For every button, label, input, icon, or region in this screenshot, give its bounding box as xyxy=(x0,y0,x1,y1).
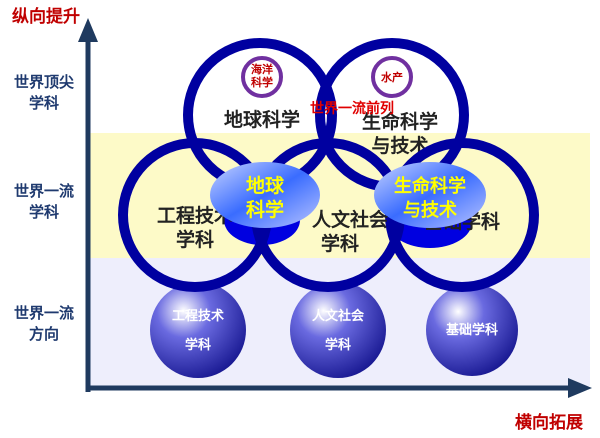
y-axis-arrow xyxy=(78,18,98,42)
x-axis-arrow xyxy=(568,378,592,398)
level-label: 学科 xyxy=(29,203,59,221)
sphere-humanities xyxy=(290,282,386,378)
sphere-label: 工程技术 xyxy=(172,308,224,324)
badge-label: 海洋科学 xyxy=(251,63,273,89)
highlight-life-science xyxy=(374,162,486,228)
sphere-label: 学科 xyxy=(185,337,211,353)
mid-label: 人文社会 xyxy=(312,208,388,231)
top-label: 地球科学 xyxy=(224,108,300,131)
badge-ring xyxy=(241,56,283,98)
level-label: 方向 xyxy=(29,325,59,343)
highlight-label: 地球 xyxy=(246,174,285,197)
highlight-label: 科学 xyxy=(246,198,284,221)
level-label: 世界一流 xyxy=(14,182,74,200)
highlight-label: 生命科学 xyxy=(394,175,466,197)
x-axis-title: 横向拓展 xyxy=(515,412,583,433)
top-label: 生命科学 xyxy=(362,110,438,133)
top-label: 与技术 xyxy=(371,134,428,157)
badge-label: 水产 xyxy=(381,70,403,84)
level-label: 世界顶尖 xyxy=(14,73,74,91)
y-axis-title: 纵向提升 xyxy=(12,6,80,27)
badge-ring xyxy=(371,56,413,98)
front-rank-label: 世界一流前列 xyxy=(310,100,394,117)
mid-label: 学科 xyxy=(176,228,214,251)
sphere-label: 基础学科 xyxy=(445,322,498,338)
highlight-earth-science xyxy=(210,162,320,228)
sphere-label: 学科 xyxy=(325,337,351,353)
highlight-label: 与技术 xyxy=(403,199,457,221)
bottom-spheres: 工程技术 学科 人文社会 学科 基础学科 xyxy=(150,282,518,378)
sphere-basic xyxy=(426,284,518,376)
mid-label: 工程技术 xyxy=(157,204,233,227)
badge-container: 海洋科学 xyxy=(251,63,273,89)
sphere-label: 人文社会 xyxy=(312,308,365,324)
mid-label: 学科 xyxy=(321,232,359,255)
sphere-engineering xyxy=(150,282,246,378)
level-label: 学科 xyxy=(29,94,59,112)
level-label: 世界一流 xyxy=(14,304,74,322)
